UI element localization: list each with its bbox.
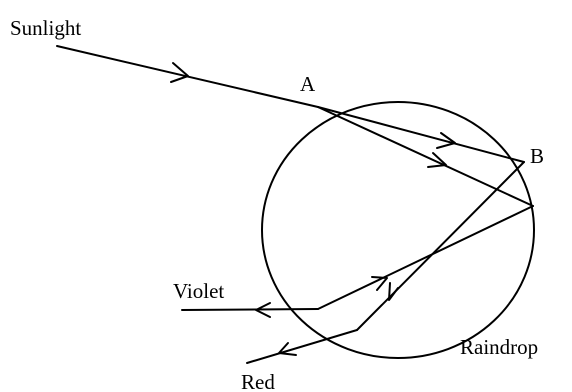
raindrop-circle — [262, 102, 534, 358]
violet-reflected-ray — [318, 206, 533, 309]
raindrop-label: Raindrop — [460, 335, 538, 359]
violet-label: Violet — [173, 279, 224, 303]
sunlight-label: Sunlight — [10, 16, 81, 40]
red-reflected-ray — [357, 162, 524, 330]
point-b-label: B — [530, 144, 544, 168]
red-label: Red — [241, 370, 275, 392]
violet-emergent-ray — [182, 309, 318, 310]
violet-refracted-arrowhead — [428, 153, 446, 167]
point-a-label: A — [300, 72, 316, 96]
